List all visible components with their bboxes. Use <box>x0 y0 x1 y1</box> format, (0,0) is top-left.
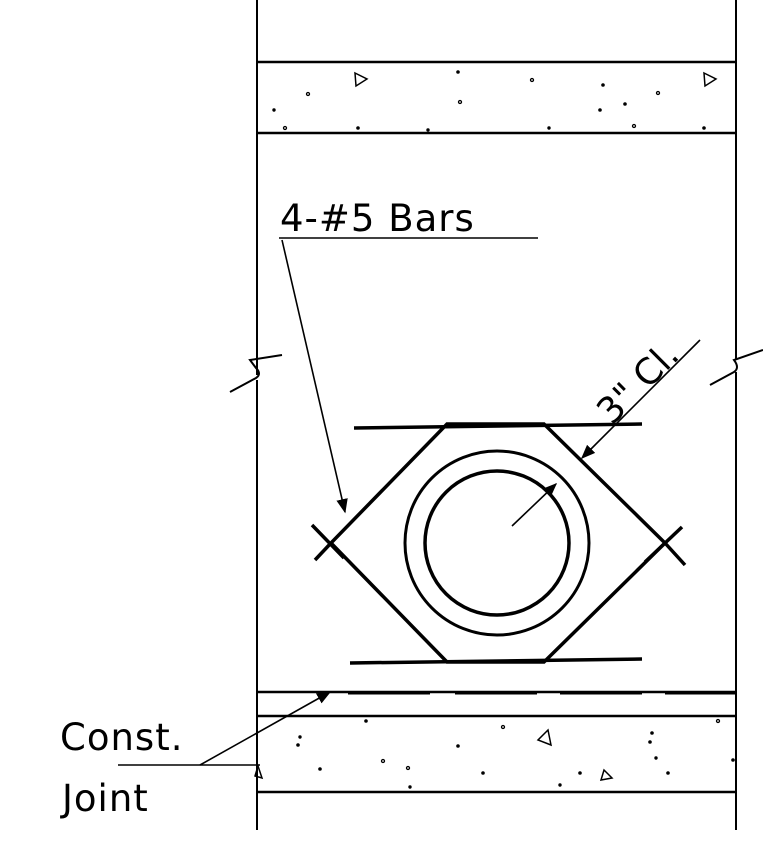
longitudinal-bars <box>349 422 643 665</box>
joint-label-line1: Const. <box>60 716 183 759</box>
bars-label: 4-#5 Bars <box>280 197 475 240</box>
clearance-dimension <box>511 339 701 527</box>
top-slab-aggregate <box>272 70 718 132</box>
bottom-slab-aggregate <box>254 718 735 789</box>
joint-leader <box>118 691 332 766</box>
hexagonal-stirrup <box>328 422 668 664</box>
pipe-inner-circle <box>423 469 571 617</box>
pipe-outer-circle <box>403 449 591 637</box>
wall-outline <box>256 0 737 830</box>
break-symbol-right <box>709 349 763 386</box>
clearance-label: 3" Cl. <box>589 334 687 432</box>
bars-leader <box>279 237 538 514</box>
bottom-concrete-slab <box>257 690 736 794</box>
corner-bar-marks <box>310 523 687 567</box>
top-concrete-slab <box>257 60 736 135</box>
joint-label-line2: Joint <box>60 777 149 820</box>
break-symbol-left <box>229 354 283 393</box>
